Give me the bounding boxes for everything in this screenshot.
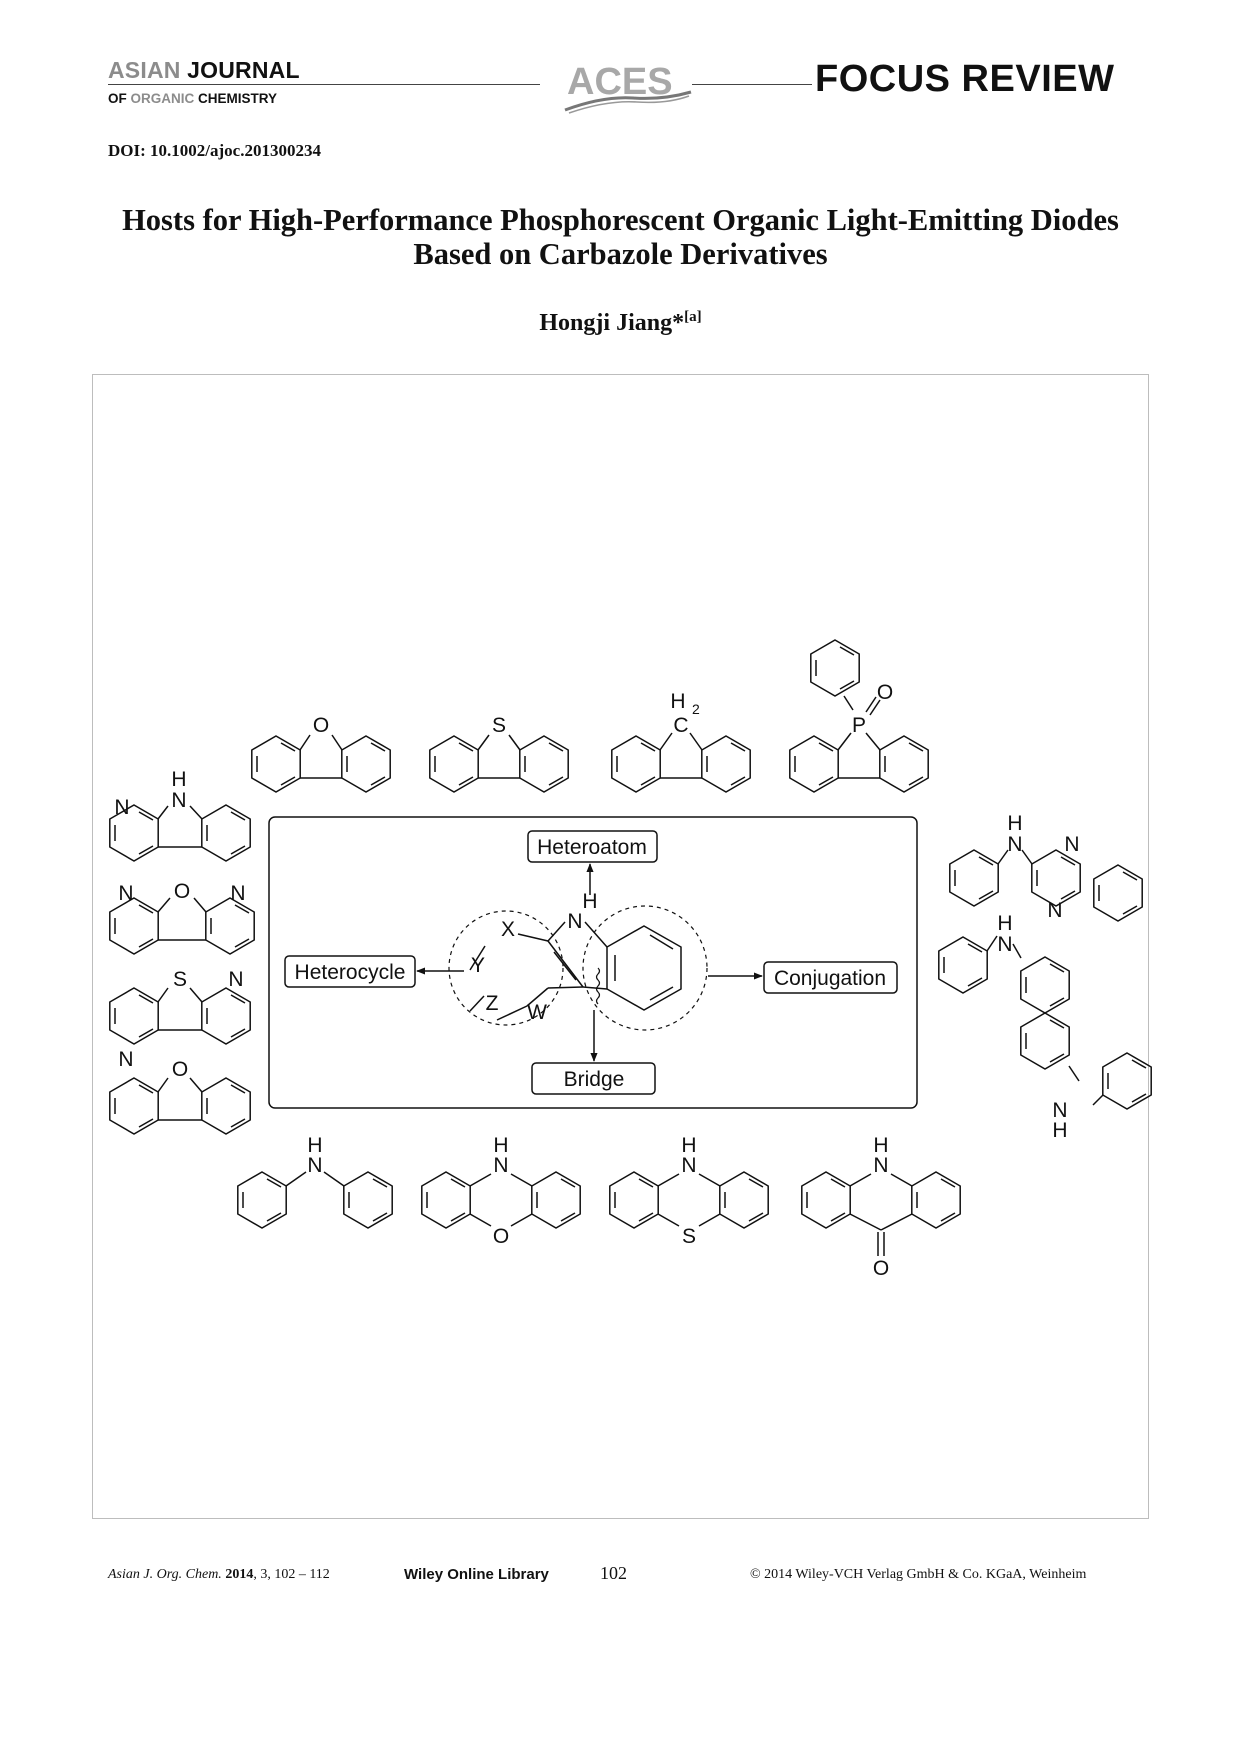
atom-N-acridone: N bbox=[873, 1154, 888, 1177]
atom-N-indolocarbazole-top: N bbox=[997, 933, 1012, 956]
aces-society-logo: ACES bbox=[564, 61, 692, 114]
atom-P: P bbox=[852, 714, 866, 737]
atom-H-acridone: H bbox=[873, 1134, 888, 1157]
atom-N-phenothiazine: N bbox=[681, 1154, 696, 1177]
atom-N-aza-dbt: N bbox=[228, 968, 243, 991]
toc-figure-frame bbox=[92, 374, 1149, 1519]
center-scheme-box bbox=[268, 816, 918, 1109]
atom-N-azacarbazole: N bbox=[171, 789, 186, 812]
dibenzofuran-structure: O bbox=[251, 714, 391, 793]
doi: DOI: 10.1002/ajoc.201300234 bbox=[108, 141, 321, 160]
footer-journal-name: Asian J. Org. Chem. bbox=[108, 1567, 222, 1582]
footer-citation: Asian J. Org. Chem. 2014, 3, 102 – 112 bbox=[108, 1567, 330, 1583]
atom-N-right: N bbox=[230, 882, 245, 905]
journal-name-organic: ORGANIC bbox=[130, 91, 195, 106]
wiley-online-library-link[interactable]: Wiley Online Library bbox=[404, 1566, 549, 1583]
azacarbazole-structure: N N H bbox=[109, 768, 251, 862]
carbazole-core-structure: N H X Y Z W bbox=[448, 890, 708, 1031]
atom-O-aza-dbf: O bbox=[172, 1058, 188, 1081]
header-rule-left bbox=[108, 84, 540, 85]
atom-N-quinox-top: N bbox=[1064, 833, 1079, 856]
atom-O-acridone: O bbox=[873, 1257, 889, 1280]
atom-N-azacarbazole-ring: N bbox=[114, 796, 129, 819]
heteroatom-label: Heteroatom bbox=[537, 836, 647, 859]
atom-H-dpa: H bbox=[307, 1134, 322, 1157]
atom-Y: Y bbox=[471, 954, 485, 977]
subscript-2-fluorene: 2 bbox=[692, 701, 700, 717]
aces-logo-text: ACES bbox=[567, 61, 673, 103]
atom-N-dpa: N bbox=[307, 1154, 322, 1177]
atom-H-core: H bbox=[582, 890, 597, 913]
acridone-structure: N H O bbox=[801, 1134, 961, 1280]
atom-H-indolocarbazole-bottom: H bbox=[1052, 1119, 1067, 1142]
atom-H2-fluorene: H bbox=[670, 690, 685, 713]
atom-N-indolo: N bbox=[1007, 833, 1022, 856]
indolocarbazole-structure: N H N H bbox=[938, 912, 1152, 1142]
bridge-label-box bbox=[531, 1062, 656, 1095]
heterocycle-label: Heterocycle bbox=[295, 961, 406, 984]
page-number: 102 bbox=[600, 1563, 627, 1583]
atom-Z: Z bbox=[486, 992, 499, 1015]
atom-O-phosphole: O bbox=[877, 681, 893, 704]
diazadibenzofuran-structure: N O N bbox=[109, 880, 255, 955]
copyright: © 2014 Wiley-VCH Verlag GmbH & Co. KGaA,… bbox=[750, 1567, 1087, 1582]
dibenzothiophene-structure: S bbox=[429, 714, 569, 793]
bridge-label: Bridge bbox=[564, 1068, 625, 1091]
atom-O-dbf: O bbox=[313, 714, 329, 737]
journal-name-line1: ASIAN JOURNAL bbox=[108, 57, 300, 84]
journal-name-journal: JOURNAL bbox=[187, 57, 300, 83]
phenoxazine-structure: N H O bbox=[421, 1134, 581, 1248]
atom-H-phenoxazine: H bbox=[493, 1134, 508, 1157]
author-line: Hongji Jiang*[a] bbox=[0, 309, 1241, 337]
atom-S-phenothiazine: S bbox=[682, 1225, 696, 1248]
atom-O-diaza: O bbox=[174, 880, 190, 903]
atom-N-quinox-bottom: N bbox=[1047, 899, 1062, 922]
atom-H-indolocarbazole-top: H bbox=[997, 912, 1012, 935]
atom-S-dbt: S bbox=[492, 714, 506, 737]
atom-X: X bbox=[501, 918, 515, 941]
section-label: FOCUS REVIEW bbox=[815, 58, 1115, 100]
phosphole-oxide-structure: P O bbox=[789, 639, 929, 793]
journal-name-asian: ASIAN bbox=[108, 57, 181, 83]
atom-H-phenothiazine: H bbox=[681, 1134, 696, 1157]
atom-C-fluorene: C bbox=[673, 714, 688, 737]
atom-N-aza-dbf: N bbox=[118, 1048, 133, 1071]
fluorene-structure: C H 2 bbox=[611, 690, 751, 793]
conjugation-label-box bbox=[763, 961, 898, 994]
atom-S-aza: S bbox=[173, 968, 187, 991]
atom-N-phenoxazine: N bbox=[493, 1154, 508, 1177]
atom-H-indolo: H bbox=[1007, 812, 1022, 835]
article-title: Hosts for High-Performance Phosphorescen… bbox=[122, 203, 1119, 271]
atom-N-core: N bbox=[567, 910, 582, 933]
corresponding-mark: * bbox=[672, 310, 685, 336]
author-name: Hongji Jiang bbox=[539, 310, 673, 336]
heteroatom-label-box bbox=[527, 830, 658, 863]
affiliation-mark: [a] bbox=[684, 309, 702, 325]
atom-O-phenoxazine: O bbox=[493, 1225, 509, 1248]
footer-year: 2014 bbox=[225, 1567, 254, 1582]
atom-N-left: N bbox=[118, 882, 133, 905]
footer-volume-pages: , 3, 102 – 112 bbox=[253, 1567, 330, 1582]
diphenylamine-structure: N H bbox=[237, 1134, 393, 1229]
azadibenzofuran-structure: N O bbox=[109, 1048, 251, 1135]
journal-name-chemistry: CHEMISTRY bbox=[198, 91, 278, 106]
heterocycle-label-box bbox=[284, 955, 416, 988]
atom-W: W bbox=[527, 1001, 547, 1024]
indoloquinoxaline-structure: N H N N bbox=[949, 812, 1143, 922]
phenothiazine-structure: N H S bbox=[609, 1134, 769, 1248]
atom-H-azacarbazole: H bbox=[171, 768, 186, 791]
journal-name-line2: OF ORGANIC CHEMISTRY bbox=[108, 91, 277, 106]
conjugation-label: Conjugation bbox=[774, 967, 886, 990]
atom-N-indolocarbazole-bottom: N bbox=[1052, 1099, 1067, 1122]
journal-name-of: OF bbox=[108, 91, 127, 106]
azadibenzothiophene-structure: S N bbox=[109, 968, 251, 1045]
header-rule-right bbox=[692, 84, 812, 85]
